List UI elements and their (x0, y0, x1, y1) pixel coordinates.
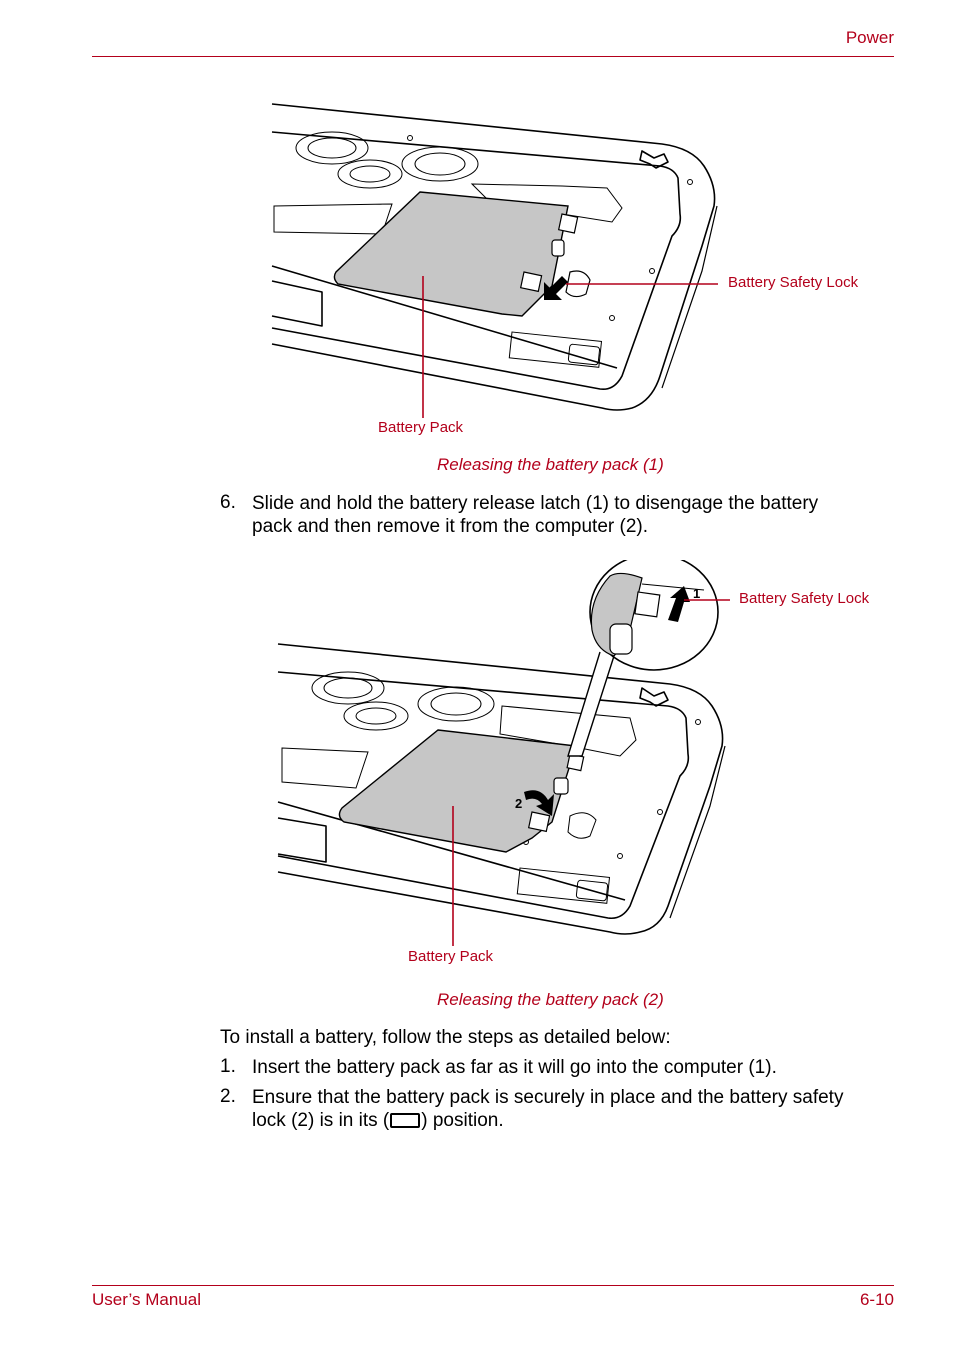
step-6-text: Slide and hold the battery release latch… (252, 493, 819, 537)
figure-1-label-lock: Battery Safety Lock (728, 274, 859, 291)
battery-pack-shape (333, 191, 569, 317)
header-rule (92, 56, 894, 57)
install-step-1-number: 1. (220, 1056, 236, 1077)
footer-manual-title: User’s Manual (92, 1290, 201, 1309)
figure-2-label-lock: Battery Safety Lock (739, 590, 870, 607)
push-arrow-icon (668, 586, 690, 622)
figure-2-caption: Releasing the battery pack (2) (437, 990, 664, 1009)
header-section-title: Power (845, 28, 894, 47)
figure-2-callout-1: 1 (693, 586, 701, 601)
figure-2-label-pack: Battery Pack (408, 948, 494, 965)
figure-1-caption: Releasing the battery pack (1) (437, 455, 664, 474)
install-step-2-text: Ensure that the battery pack is securely… (252, 1087, 844, 1131)
slide-arrow-icon (544, 276, 568, 300)
figure-1-label-pack: Battery Pack (378, 419, 464, 436)
step-6-number: 6. (220, 492, 236, 513)
lock-position-icon (390, 1113, 421, 1128)
install-intro: To install a battery, follow the steps a… (220, 1027, 671, 1048)
footer-rule (92, 1285, 894, 1286)
figure-2-callout-2: 2 (515, 796, 523, 811)
battery-pack-shape (338, 729, 577, 853)
footer-page-number: 6-10 (859, 1290, 894, 1309)
lift-arrow-icon (524, 790, 554, 816)
install-step-1-text: Insert the battery pack as far as it wil… (252, 1057, 777, 1078)
figure-2-illustration (277, 560, 726, 935)
figure-1-illustration (271, 103, 718, 411)
install-step-2-number: 2. (220, 1086, 236, 1107)
